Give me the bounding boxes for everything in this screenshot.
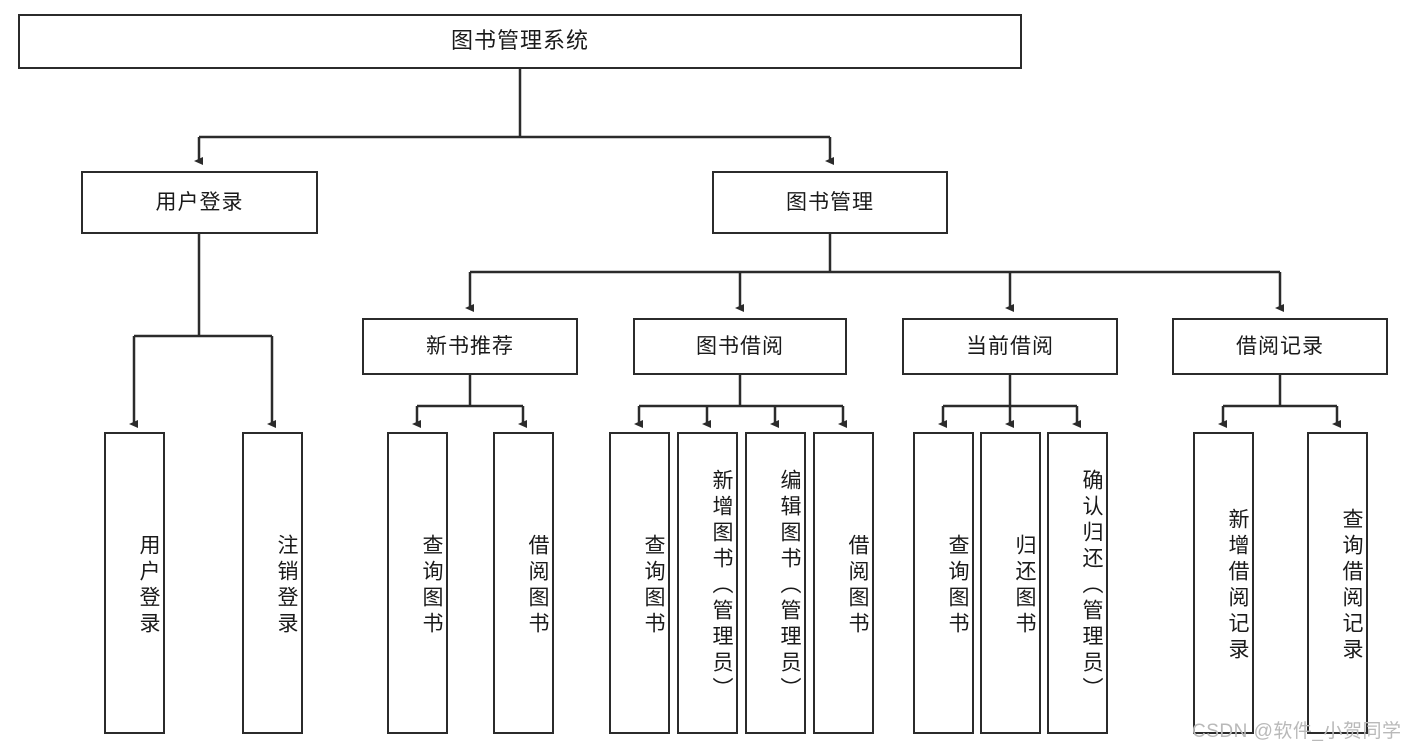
leaf-label: 查询图书 (420, 534, 443, 638)
leaf-query-book-current[interactable]: 查询图书 (913, 432, 974, 734)
node-user-login[interactable]: 用户登录 (81, 171, 318, 234)
leaf-borrow-book[interactable]: 借阅图书 (813, 432, 874, 734)
node-new-book-recommend[interactable]: 新书推荐 (362, 318, 578, 375)
leaf-label: 查询图书 (946, 534, 969, 638)
leaf-label: 新增借阅记录 (1226, 508, 1249, 664)
leaf-label: 注销登录 (275, 534, 298, 638)
leaf-query-book-borrow[interactable]: 查询图书 (609, 432, 670, 734)
node-book-borrow[interactable]: 图书借阅 (633, 318, 847, 375)
leaf-return-book[interactable]: 归还图书 (980, 432, 1041, 734)
leaf-query-book-recommend[interactable]: 查询图书 (387, 432, 448, 734)
node-current-borrow[interactable]: 当前借阅 (902, 318, 1118, 375)
leaf-label: 编辑图书（管理员） (778, 469, 801, 703)
leaf-add-book-admin[interactable]: 新增图书（管理员） (677, 432, 738, 734)
leaf-label: 查询借阅记录 (1340, 508, 1363, 664)
leaf-query-borrow-record[interactable]: 查询借阅记录 (1307, 432, 1368, 734)
csdn-watermark: CSDN @软件_小贺同学 (1192, 721, 1402, 742)
leaf-user-login[interactable]: 用户登录 (104, 432, 165, 734)
leaf-borrow-book-recommend[interactable]: 借阅图书 (493, 432, 554, 734)
node-root-system[interactable]: 图书管理系统 (18, 14, 1022, 69)
leaf-user-logout[interactable]: 注销登录 (242, 432, 303, 734)
leaf-confirm-return-admin[interactable]: 确认归还（管理员） (1047, 432, 1108, 734)
leaf-label: 借阅图书 (526, 534, 549, 638)
leaf-add-borrow-record[interactable]: 新增借阅记录 (1193, 432, 1254, 734)
leaf-label: 新增图书（管理员） (710, 469, 733, 703)
leaf-label: 用户登录 (137, 534, 160, 638)
leaf-label: 确认归还（管理员） (1080, 469, 1103, 703)
leaf-label: 借阅图书 (846, 534, 869, 638)
leaf-label: 查询图书 (642, 534, 665, 638)
leaf-edit-book-admin[interactable]: 编辑图书（管理员） (745, 432, 806, 734)
node-borrow-records[interactable]: 借阅记录 (1172, 318, 1388, 375)
node-book-management[interactable]: 图书管理 (712, 171, 948, 234)
leaf-label: 归还图书 (1013, 534, 1036, 638)
